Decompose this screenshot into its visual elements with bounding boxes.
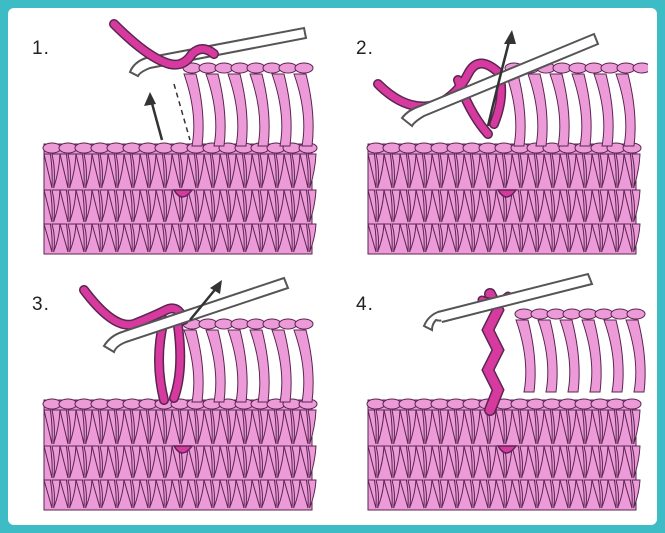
fabric-swatch <box>42 398 318 511</box>
new-stitch-column <box>514 308 646 393</box>
new-stitch-column <box>182 318 314 403</box>
step-2-panel: 2. <box>338 14 648 259</box>
fabric-swatch <box>366 142 642 255</box>
crochet-hook <box>422 272 594 332</box>
insertion-arrow <box>144 83 191 141</box>
yarn-over-arrow <box>189 280 222 321</box>
step-3-illustration <box>42 276 318 511</box>
step-2-label: 2. <box>356 38 374 59</box>
step-4-illustration <box>366 272 646 511</box>
fabric-swatch <box>42 142 318 255</box>
step-3-panel: 3. <box>14 270 324 515</box>
step-4-panel: 4. <box>338 270 648 515</box>
step-1-label: 1. <box>32 38 50 59</box>
working-yarn <box>79 285 189 405</box>
crochet-hook <box>102 276 290 354</box>
fabric-swatch <box>366 398 642 511</box>
new-stitch-column <box>504 62 648 147</box>
step-3-label: 3. <box>32 294 50 315</box>
diagram-frame: 1. 2. <box>8 8 657 525</box>
yarn-over-arrow <box>486 30 516 127</box>
working-yarn <box>109 19 219 70</box>
step-1-panel: 1. <box>14 14 324 259</box>
step-1-illustration <box>42 19 318 255</box>
new-stitch-column <box>182 62 314 147</box>
step-2-illustration <box>366 30 648 255</box>
step-4-label: 4. <box>356 294 374 315</box>
